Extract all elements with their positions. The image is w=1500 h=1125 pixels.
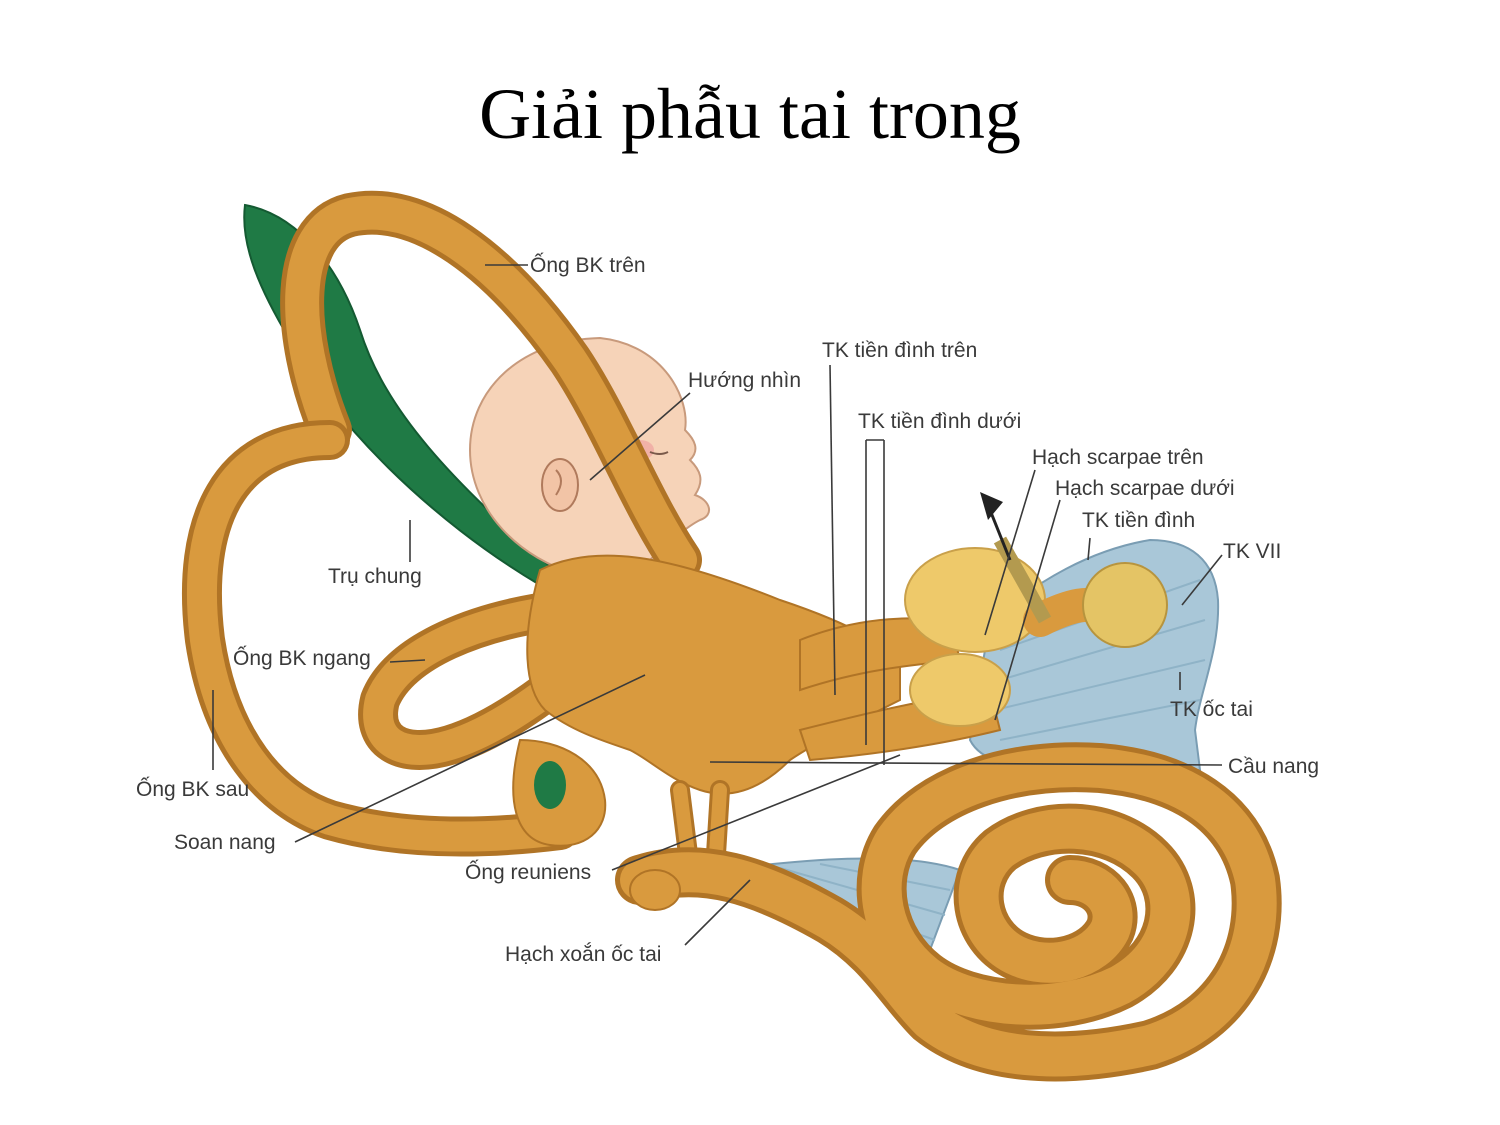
vestibule bbox=[512, 554, 901, 880]
label-tru-chung: Trụ chung bbox=[328, 565, 422, 588]
facial-nerve-section bbox=[1082, 562, 1168, 648]
label-hach-scarpae-tren: Hạch scarpae trên bbox=[1032, 446, 1204, 469]
label-soan-nang: Soan nang bbox=[174, 831, 276, 854]
label-tk-vii: TK VII bbox=[1223, 540, 1281, 563]
label-ong-reuniens: Ống reuniens bbox=[465, 860, 591, 884]
label-cau-nang: Cầu nang bbox=[1228, 755, 1319, 778]
label-tk-tien-dinh-tren: TK tiền đình trên bbox=[822, 339, 977, 362]
label-tk-oc-tai: TK ốc tai bbox=[1170, 698, 1253, 721]
page-title: Giải phẫu tai trong bbox=[479, 74, 1021, 154]
label-tk-tien-dinh-duoi: TK tiền đình dưới bbox=[858, 410, 1021, 433]
cochlea bbox=[615, 742, 1282, 1082]
label-ong-bk-tren: Ống BK trên bbox=[530, 253, 646, 277]
scarpa-ganglion bbox=[904, 547, 1046, 653]
label-tk-tien-dinh: TK tiền đình bbox=[1082, 509, 1195, 532]
label-huong-nhin: Hướng nhìn bbox=[688, 369, 801, 392]
view-direction-arrow bbox=[980, 492, 1003, 520]
label-ong-bk-sau: Ống BK sau bbox=[136, 777, 249, 801]
label-ong-bk-ngang: Ống BK ngang bbox=[233, 646, 371, 670]
vestibular-nerve bbox=[798, 492, 1168, 762]
label-hach-scarpae-duoi: Hạch scarpae dưới bbox=[1055, 477, 1235, 500]
label-hach-xoan-oc-tai: Hạch xoắn ốc tai bbox=[505, 943, 661, 966]
